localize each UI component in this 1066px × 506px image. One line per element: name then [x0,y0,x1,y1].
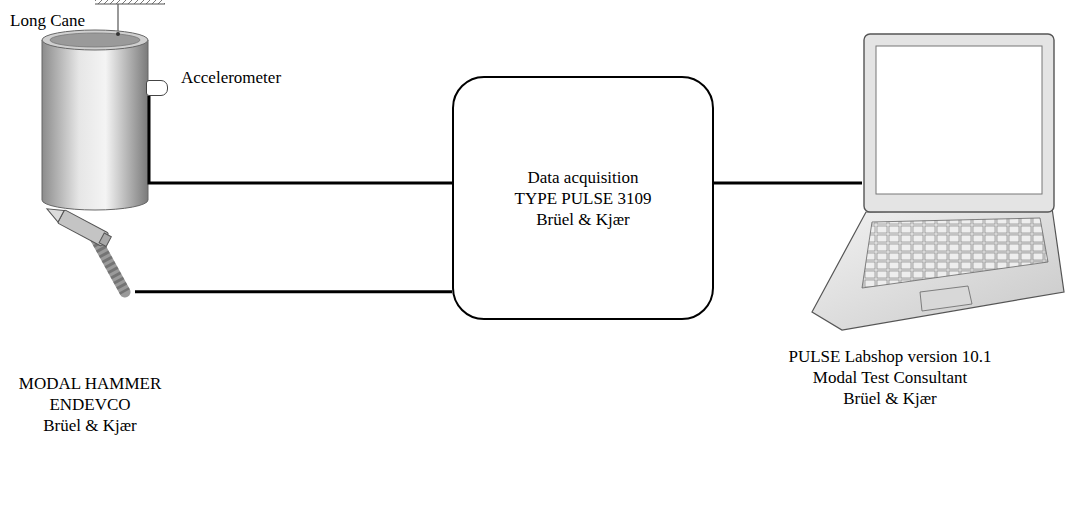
node-text: MODAL HAMMER [0,373,200,394]
signal-cable [714,182,862,185]
node-text: Data acquisition [528,167,639,188]
node-caption: MODAL HAMMERENDEVCOBrüel & Kjær [0,373,200,436]
ceiling [95,0,165,32]
node-text: Brüel & Kjær [536,209,630,230]
accelerometer: Accelerometer [146,80,168,96]
node-caption: Accelerometer [181,67,281,88]
node-text: TYPE PULSE 3109 [515,188,652,209]
node-text: ENDEVCO [0,394,200,415]
part-label: Long Cane [10,10,85,31]
node-text: Accelerometer [181,67,281,88]
node-text: Brüel & Kjær [730,388,1050,409]
modal-hammer [43,202,125,292]
signal-cable [135,290,452,293]
signal-cable [149,96,452,183]
node-text: PULSE Labshop version 10.1 [730,346,1050,367]
modal-hammer-node: MODAL HAMMERENDEVCOBrüel & Kjær [40,215,135,295]
laptop-node: PULSE Labshop version 10.1Modal Test Con… [862,34,1054,212]
data-acquisition-box: Data acquisitionTYPE PULSE 3109Brüel & K… [452,76,714,320]
node-caption: PULSE Labshop version 10.1Modal Test Con… [730,346,1050,409]
node-text: Brüel & Kjær [0,415,200,436]
long-cane-cylinder [42,30,148,210]
suspension-string [117,4,118,32]
node-text: Modal Test Consultant [730,367,1050,388]
